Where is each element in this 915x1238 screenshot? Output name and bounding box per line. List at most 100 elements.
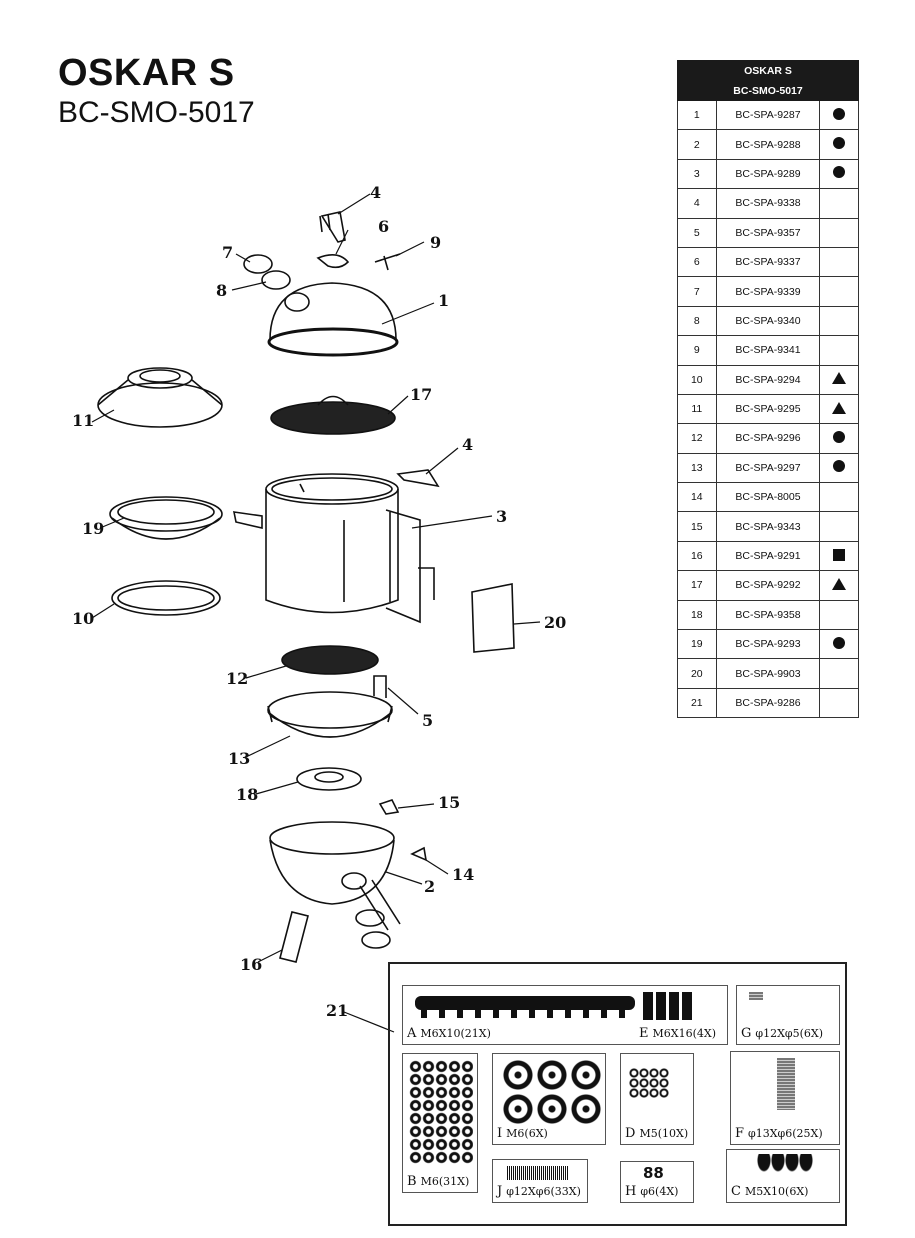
lid-handle-part [319, 211, 346, 243]
part-marker [819, 305, 859, 337]
small-washer-icon: 88 [643, 1164, 664, 1182]
model-number: BC-SMO-5017 [58, 96, 255, 129]
triangle-icon [832, 372, 847, 385]
heat-shield-part [97, 367, 223, 428]
callout-13: 13 [228, 749, 250, 768]
callout-4: 4 [370, 183, 381, 202]
callout-4-side: 4 [462, 435, 473, 454]
part-marker [819, 335, 859, 366]
triangle-icon [832, 577, 847, 590]
callout-19: 19 [82, 519, 104, 538]
knob-part [410, 846, 428, 862]
part-marker [819, 570, 859, 601]
part-code: BC-SPA-9340 [715, 305, 821, 337]
washer-stack-icon [749, 992, 763, 1000]
large-washer-icon [501, 1058, 603, 1126]
screw-icon [757, 1154, 813, 1172]
part-marker [819, 364, 859, 395]
part-number: 3 [677, 158, 717, 190]
part-marker [819, 511, 859, 542]
callout-7: 7 [222, 243, 233, 262]
lid-dome-part [267, 282, 399, 357]
part-code: BC-SPA-9287 [715, 99, 821, 131]
part-marker [819, 599, 859, 631]
callout-labels: 4 6 9 7 8 1 11 17 4 19 3 10 20 12 5 13 1… [72, 183, 566, 1020]
part-marker [819, 158, 859, 190]
part-marker [819, 687, 859, 719]
circle-icon [833, 137, 846, 150]
part-code: BC-SPA-9357 [715, 217, 821, 248]
table-header-model: BC-SMO-5017 [677, 80, 859, 101]
top-grate-part [270, 395, 396, 435]
callout-2: 2 [424, 877, 435, 896]
small-nut-icon [629, 1068, 669, 1098]
part-code: BC-SPA-9903 [715, 658, 821, 689]
part-code: BC-SPA-9297 [715, 452, 821, 484]
ash-disc-part [296, 767, 362, 791]
callout-10: 10 [72, 609, 94, 628]
callout-1: 1 [438, 291, 449, 310]
screw-icon [415, 996, 635, 1018]
thermometer-part [374, 253, 401, 271]
part-code: BC-SPA-9293 [715, 629, 821, 660]
part-marker [819, 276, 859, 307]
vent-disc-8 [261, 270, 291, 290]
callout-20: 20 [544, 613, 566, 632]
circle-icon [833, 107, 846, 120]
callout-16: 16 [240, 955, 262, 974]
water-bowl-part [109, 496, 223, 540]
grate-bracket-part [373, 675, 387, 698]
bolt-icon [643, 992, 692, 1020]
part-marker [819, 393, 859, 425]
leg-part [279, 911, 309, 963]
washer-row-icon [507, 1166, 569, 1180]
part-code: BC-SPA-9339 [715, 276, 821, 307]
charcoal-bowl-part [267, 691, 393, 738]
part-number: 20 [677, 658, 717, 689]
part-number: 11 [677, 393, 717, 425]
clip-part [378, 799, 400, 815]
circle-icon [833, 166, 846, 179]
side-handle-part [396, 469, 440, 488]
triangle-icon [832, 401, 847, 414]
part-code: BC-SPA-9294 [715, 364, 821, 395]
part-code: BC-SPA-9286 [715, 687, 821, 719]
part-marker [819, 423, 859, 454]
callout-9: 9 [430, 233, 441, 252]
charcoal-grate-part [281, 645, 379, 675]
square-icon [833, 548, 846, 561]
part-marker [819, 482, 859, 513]
table-header-row: BC-SMO-5017 [677, 80, 859, 101]
part-code: BC-SPA-9337 [715, 246, 821, 278]
part-marker [819, 629, 859, 660]
door-panel-part [471, 583, 515, 653]
part-number: 2 [677, 129, 717, 160]
part-code: BC-SPA-9341 [715, 335, 821, 366]
base-bowl-part [269, 821, 401, 949]
